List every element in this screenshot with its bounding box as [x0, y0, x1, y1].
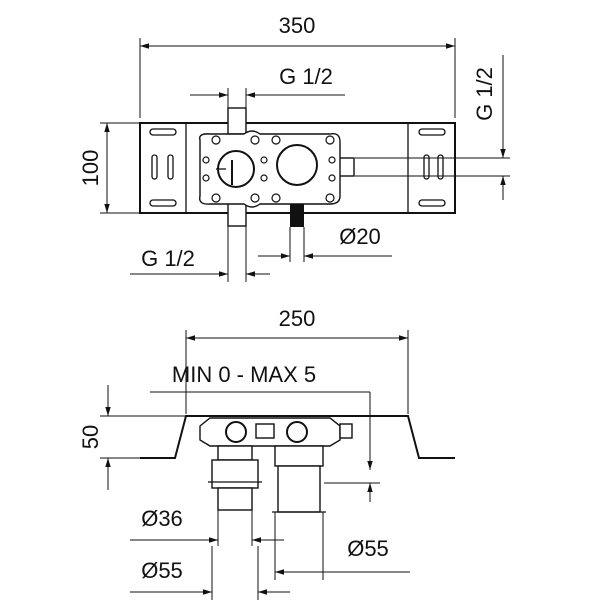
dimension-diameter-36: Ø36 [130, 506, 284, 546]
label-depth-range: MIN 0 - MAX 5 [172, 362, 316, 387]
dimension-thread-bottom: G 1/2 [130, 226, 270, 282]
label-height-50: 50 [78, 425, 103, 449]
valve-body-side [199, 417, 353, 447]
mounting-ear-right [407, 123, 446, 213]
mounting-bracket-profile [140, 415, 455, 459]
side-view: 250 MIN 0 - MAX 5 50 Ø36 [78, 306, 455, 600]
valve-body-top [199, 130, 341, 208]
label-diameter-20: Ø20 [339, 224, 381, 249]
top-view: 350 G 1/2 100 G 1/2 G [78, 13, 510, 282]
pipe-stack-left [208, 445, 262, 511]
dimension-diameter-20: Ø20 [258, 224, 392, 262]
screw-heads [202, 135, 336, 203]
dimension-depth-range: MIN 0 - MAX 5 [150, 362, 380, 502]
dimension-diameter-55-left: Ø55 [130, 546, 290, 600]
label-thread-top: G 1/2 [279, 64, 333, 89]
thread-port-bottom [227, 201, 247, 227]
label-thread-right: G 1/2 [472, 67, 497, 121]
dimension-thread-right: G 1/2 [472, 55, 506, 200]
label-thread-bottom: G 1/2 [141, 246, 195, 271]
label-diameter-36: Ø36 [141, 506, 183, 531]
label-diameter-55-right: Ø55 [347, 536, 389, 561]
valve-disc-right [276, 144, 318, 186]
label-height-100: 100 [78, 150, 103, 187]
label-width-350: 350 [279, 13, 316, 38]
dimension-diameter-55-right: Ø55 [274, 512, 410, 580]
dimension-thread-top: G 1/2 [190, 64, 345, 108]
label-width-250: 250 [279, 306, 316, 331]
mounting-ear-left [149, 123, 187, 213]
dimension-height-100: 100 [78, 122, 140, 214]
pipe-stack-right [272, 445, 326, 513]
thread-port-top [227, 107, 247, 135]
label-diameter-55-left: Ø55 [141, 558, 183, 583]
dimension-height-50: 50 [78, 385, 186, 490]
dimension-width-250: 250 [185, 306, 409, 414]
dimension-width-350: 350 [139, 13, 456, 118]
